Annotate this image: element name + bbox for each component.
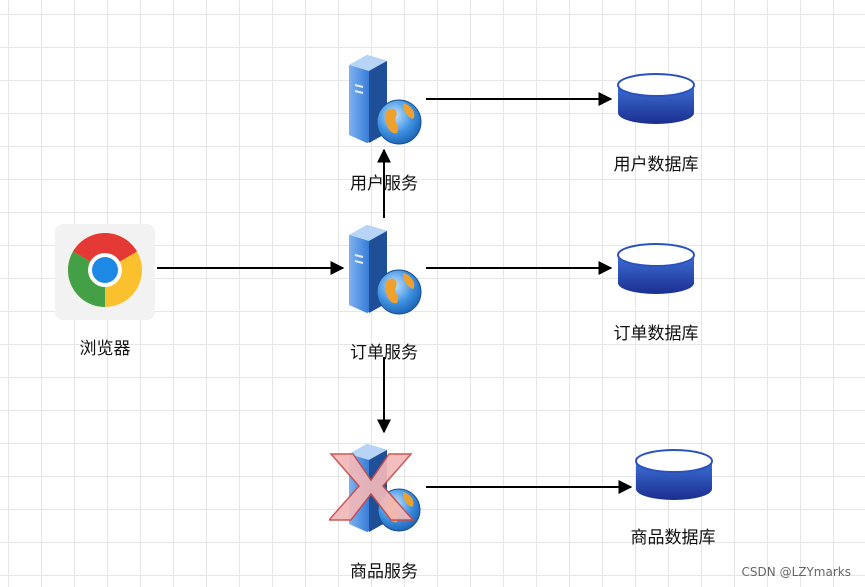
user-service-label: 用户服务 [350, 174, 418, 194]
product-service-label: 商品服务 [350, 562, 418, 582]
product-db-node [634, 448, 714, 502]
database-icon [617, 243, 695, 294]
order-db-label: 订单数据库 [613, 324, 699, 344]
order-db-node [616, 242, 696, 296]
web-server-icon [349, 55, 422, 145]
database-icon [635, 449, 713, 500]
web-server-icon [349, 225, 422, 315]
user-service-node [341, 51, 425, 146]
browser-node [55, 224, 155, 320]
user-db-node [616, 72, 696, 126]
order-service-node [341, 221, 425, 316]
database-icon [617, 73, 695, 124]
order-service-label: 订单服务 [350, 343, 418, 363]
chrome-browser-icon [55, 224, 155, 320]
red-x-icon [329, 453, 415, 521]
watermark: CSDN @LZYmarks [741, 565, 851, 579]
user-db-label: 用户数据库 [613, 155, 699, 175]
product-db-label: 商品数据库 [630, 528, 716, 548]
product-service-node [329, 440, 425, 535]
browser-label: 浏览器 [79, 339, 131, 359]
